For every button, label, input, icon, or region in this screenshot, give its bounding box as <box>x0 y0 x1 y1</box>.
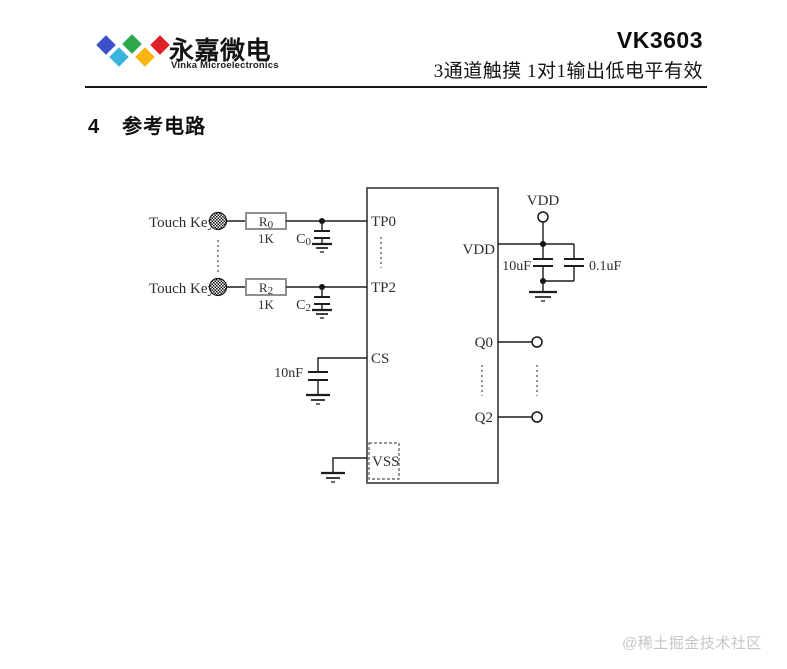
section-title: 4 参考电路 <box>88 110 206 139</box>
capacitor-01uf-value: 0.1uF <box>589 259 622 274</box>
brand-name-en: Vinka Microelectronics <box>171 60 279 71</box>
vdd-terminal-label: VDD <box>527 193 560 209</box>
pin-label-tp0: TP0 <box>371 214 396 230</box>
section-number: 4 <box>88 116 100 138</box>
vss-pin-box <box>368 442 400 480</box>
capacitor-c0: C0 <box>296 221 332 253</box>
resistor-r2-label: R2 <box>259 280 273 297</box>
cs-capacitor-value: 10nF <box>274 366 303 381</box>
pin-label-vss: VSS <box>372 454 400 470</box>
cs-capacitor: 10nF <box>274 357 367 405</box>
touch-key-channel-2: Touch Key R2 1K C2 <box>149 277 367 319</box>
touch-key-channel-0: Touch Key R0 1K C0 <box>149 211 367 253</box>
vss-ground <box>321 457 367 483</box>
q0-terminal-icon <box>531 336 543 348</box>
pin-label-q2: Q2 <box>475 410 493 426</box>
ic-body <box>366 187 499 484</box>
capacitor-10uf-value: 10uF <box>502 259 531 274</box>
watermark: @稀土掘金技术社区 <box>622 635 762 652</box>
resistor-r0-value: 1K <box>258 231 275 246</box>
logo-diamond-blue <box>94 33 118 57</box>
logo-diamond-green <box>120 33 144 56</box>
pin-label-vdd: VDD <box>463 242 496 258</box>
pin-label-tp2: TP2 <box>371 280 396 296</box>
logo-diamond-red <box>148 33 172 57</box>
pin-label-cs: CS <box>371 351 389 367</box>
brand-name-cn: 永嘉微电 <box>169 37 272 65</box>
resistor-r2-value: 1K <box>258 297 275 312</box>
part-number: VK3603 <box>616 27 703 53</box>
logo-diamond-yellow <box>133 45 157 69</box>
resistor-r0-label: R0 <box>259 214 274 231</box>
section-title-text: 参考电路 <box>122 116 207 138</box>
touch-pad-icon <box>208 277 228 297</box>
capacitor-c0-label: C0 <box>296 232 311 248</box>
header-rule <box>85 86 707 88</box>
vdd-supply: VDD 10uF 0.1uF <box>498 193 622 302</box>
touch-pad-icon <box>208 211 228 231</box>
capacitor-01uf: 0.1uF <box>564 244 622 281</box>
capacitor-c2-label: C2 <box>296 298 311 314</box>
pin-label-q0: Q0 <box>475 335 493 351</box>
vinka-logo-icon <box>94 33 172 69</box>
touch-key-label: Touch Key <box>149 215 216 231</box>
q0-output <box>498 336 543 348</box>
touch-key-label: Touch Key <box>149 281 216 297</box>
logo-diamond-cyan <box>107 45 131 69</box>
capacitor-10uf: 10uF <box>502 244 553 281</box>
q2-terminal-icon <box>531 411 543 423</box>
vdd-terminal-icon <box>537 211 549 223</box>
q2-output <box>498 411 543 423</box>
capacitor-c2: C2 <box>296 287 332 319</box>
part-subtitle: 3通道触摸 1对1输出低电平有效 <box>433 61 703 82</box>
